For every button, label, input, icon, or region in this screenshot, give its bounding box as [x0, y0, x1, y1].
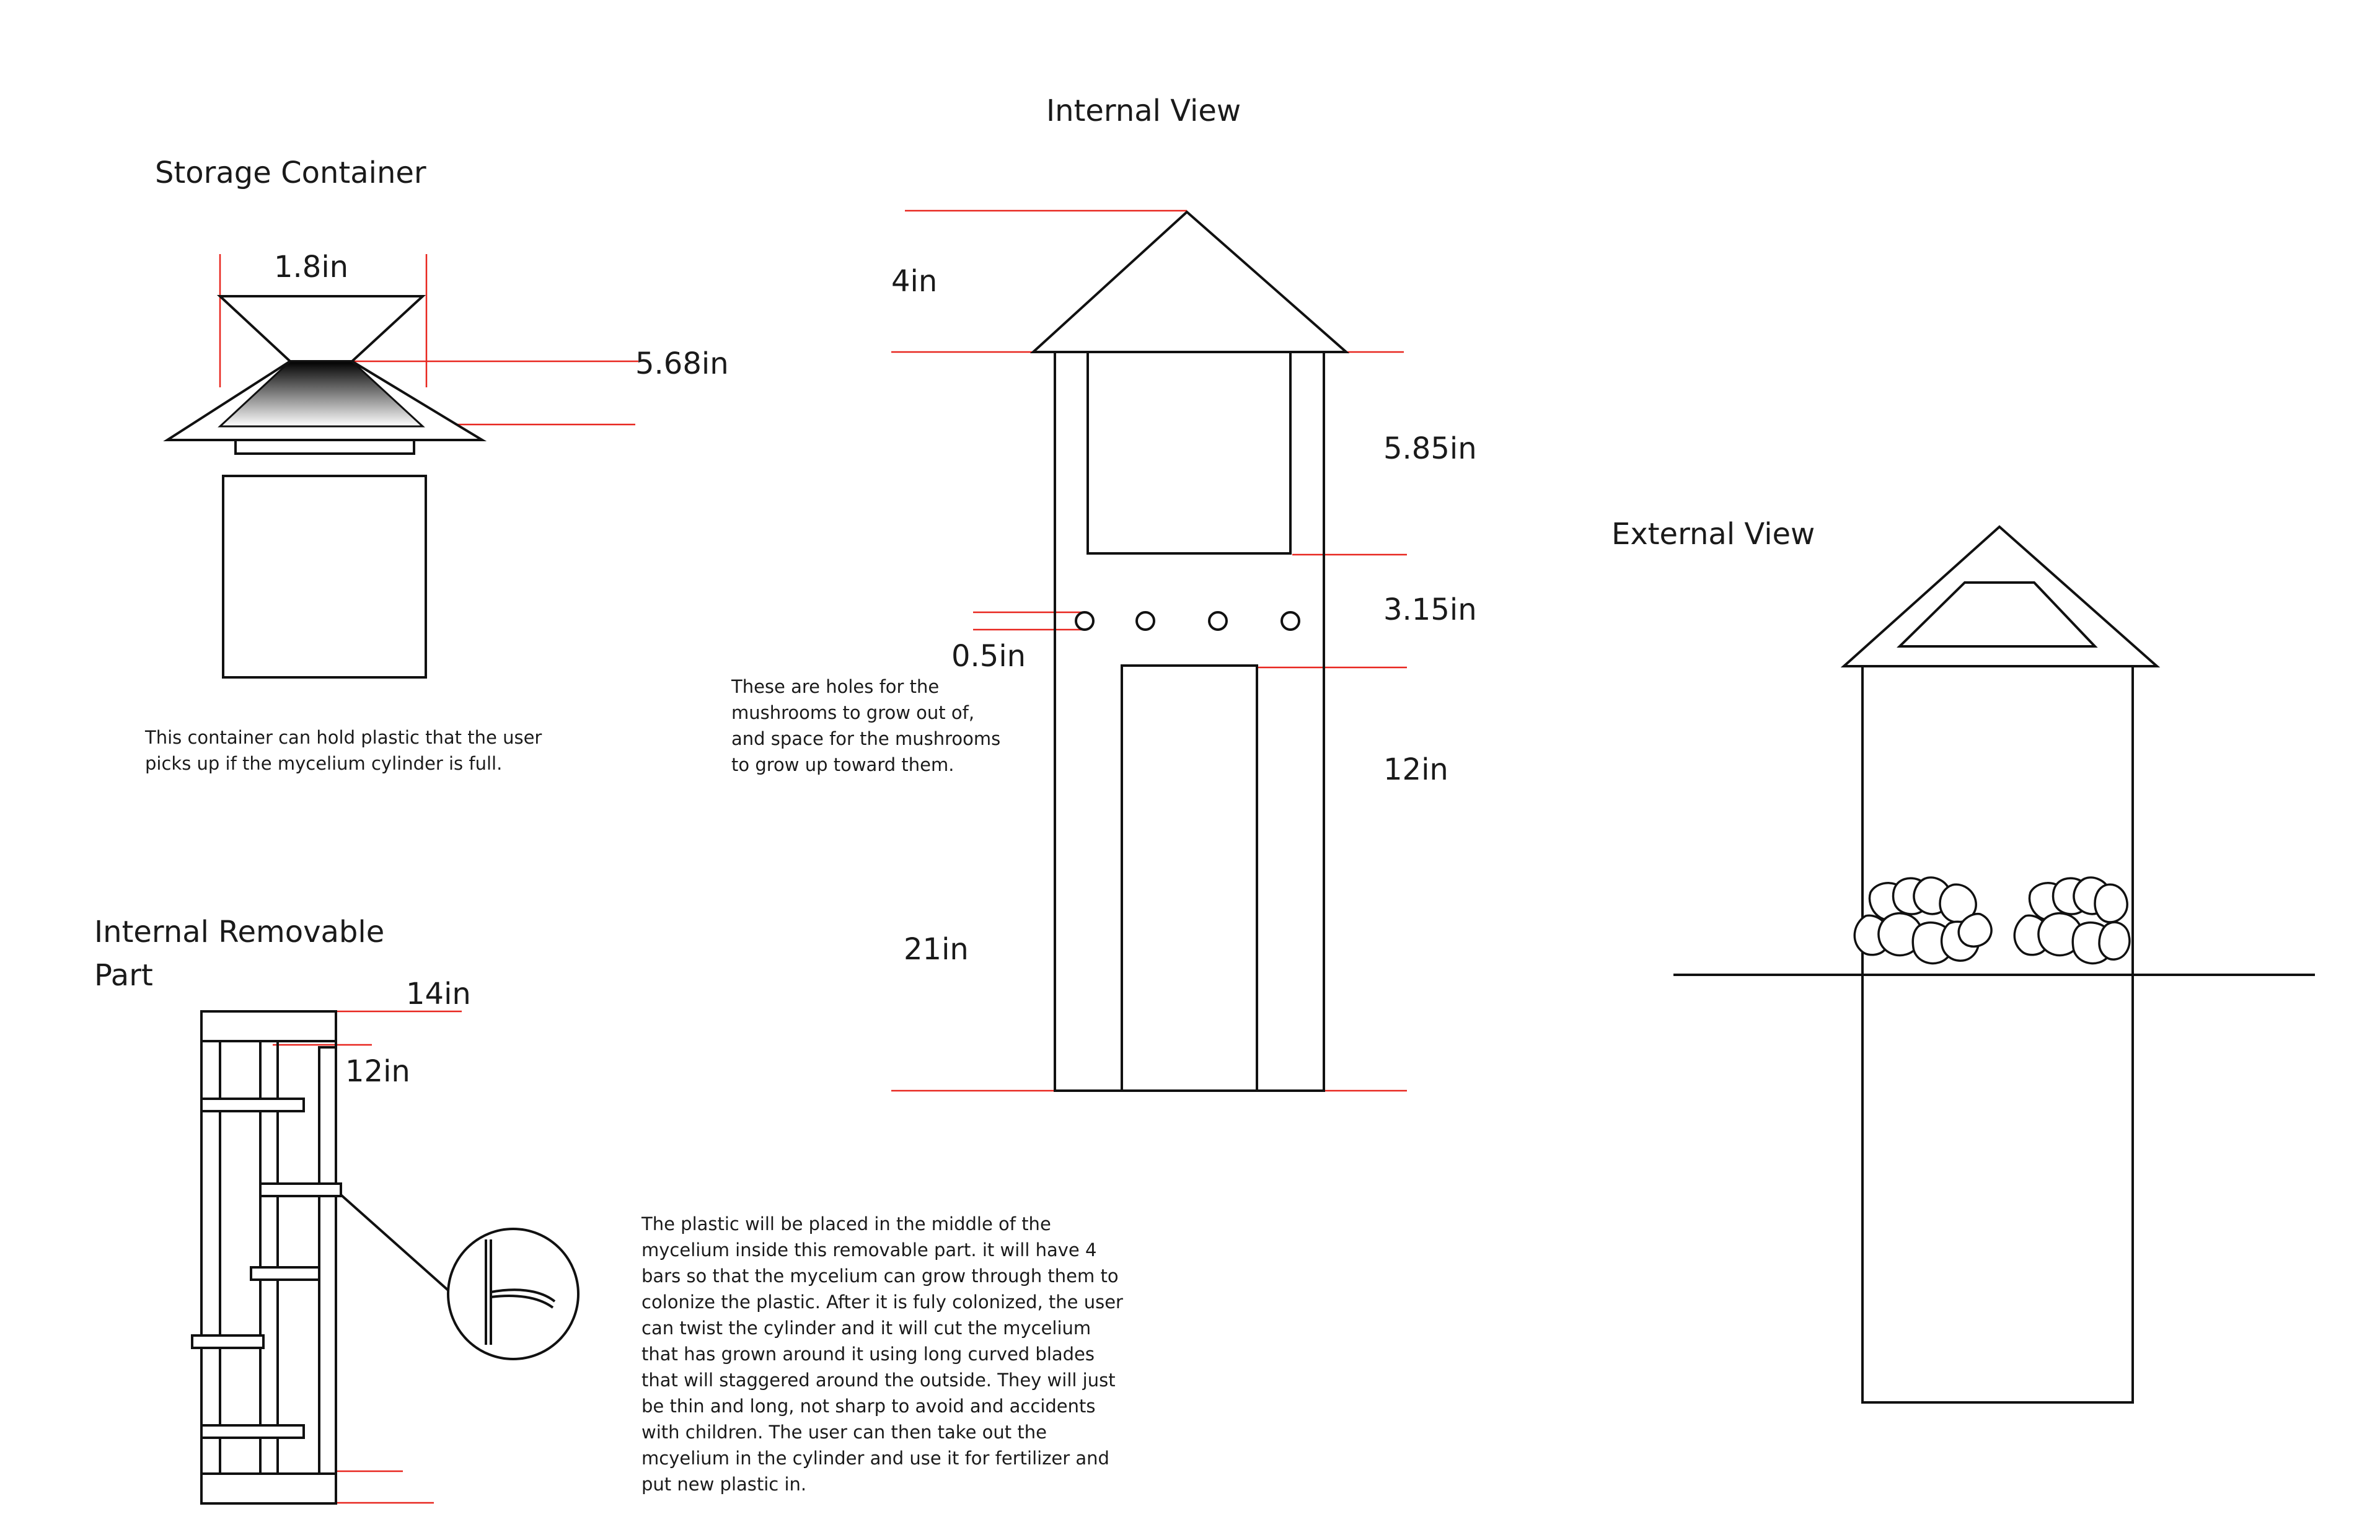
horizontal-bar	[191, 1334, 265, 1349]
roof-height-label: 4in	[891, 264, 937, 299]
mushroom-hole	[1208, 611, 1228, 631]
internal-roof	[1029, 210, 1350, 353]
blade-detail-circle	[447, 1228, 580, 1360]
storage-container-title: Storage Container	[155, 156, 426, 190]
lid-top	[216, 295, 426, 363]
external-view: External View	[1611, 517, 2315, 1404]
blade-strip	[318, 1046, 337, 1475]
mushroom-hole	[1075, 611, 1095, 631]
upper-height-label: 5.85in	[1383, 431, 1477, 466]
detail-callout-line	[340, 1194, 455, 1296]
horizontal-bar	[250, 1266, 320, 1281]
mushroom-hole	[1280, 611, 1300, 631]
external-body	[1861, 665, 2134, 1404]
mushroom-cluster-right	[2013, 876, 2131, 965]
storage-tray	[218, 360, 425, 428]
removable-part-note: The plastic will be placed in the middle…	[641, 1213, 1129, 1495]
internal-upper-window	[1086, 351, 1292, 555]
internal-view: Internal View 4in 5.85in 3.15in 0.5in 12…	[731, 94, 1477, 1092]
holes-height-label: 3.15in	[1383, 592, 1477, 627]
mushroom-cluster-left	[1853, 876, 1993, 965]
external-view-title: External View	[1611, 517, 1815, 552]
container-box	[222, 475, 427, 679]
storage-container-view: Storage Container 1.8in 5.68in This cont…	[144, 156, 729, 774]
lower-height-label: 12in	[1383, 752, 1448, 787]
removable-part-view: Internal Removable Part 14in	[94, 915, 1129, 1505]
inner-size-label: 12in	[345, 1054, 410, 1089]
internal-view-note: These are holes for the mushrooms to gro…	[731, 676, 1006, 775]
internal-body	[1054, 351, 1325, 1092]
storage-container-note: This container can hold plastic that the…	[144, 727, 548, 774]
horizontal-bar	[200, 1424, 305, 1439]
curved-blade	[490, 1295, 554, 1309]
internal-view-title: Internal View	[1046, 94, 1241, 128]
removable-top-cap	[200, 1010, 337, 1042]
removable-bottom-cap	[200, 1472, 337, 1505]
outer-size-label: 14in	[406, 977, 471, 1011]
hole-size-label: 0.5in	[951, 639, 1026, 674]
horizontal-bar	[200, 1098, 305, 1112]
external-roof-window	[1897, 581, 2098, 648]
removable-part-title: Internal Removable Part	[94, 915, 394, 993]
mushroom-hole	[1135, 611, 1155, 631]
storage-width-label: 1.8in	[274, 250, 348, 284]
container-lip	[234, 439, 415, 455]
internal-lower-chamber	[1121, 664, 1258, 1092]
storage-height-label: 5.68in	[635, 346, 729, 381]
curved-blade	[490, 1288, 556, 1303]
horizontal-bar	[259, 1182, 342, 1197]
total-height-label: 21in	[904, 932, 969, 967]
